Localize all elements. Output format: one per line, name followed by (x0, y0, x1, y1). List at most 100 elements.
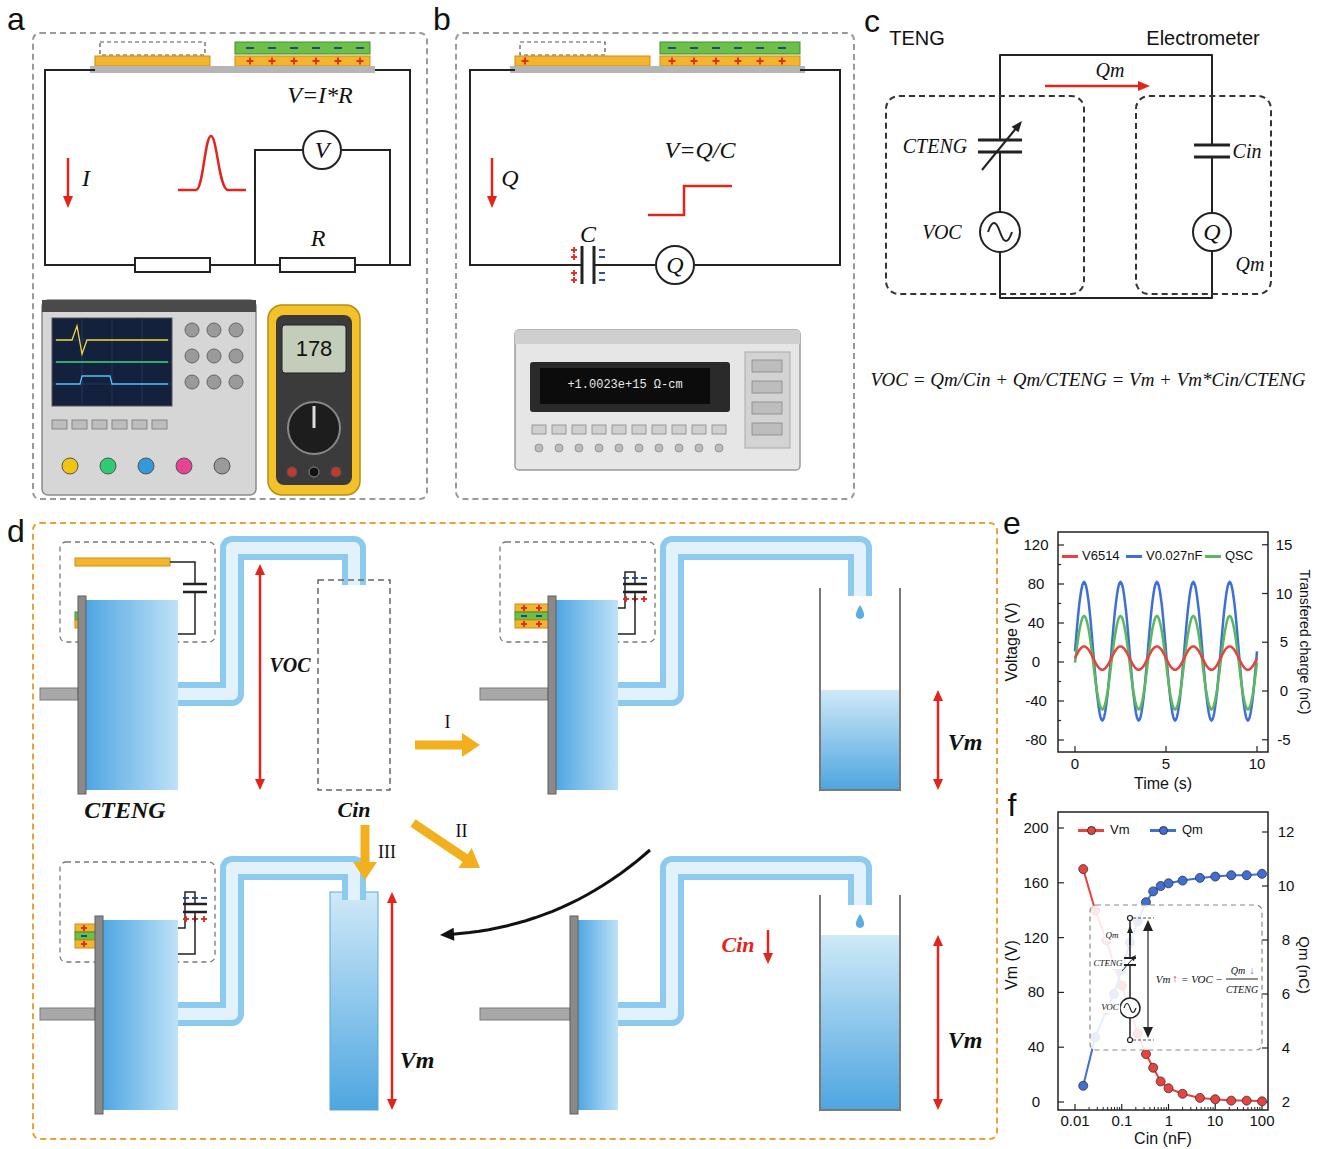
axis-tick (1262, 831, 1268, 832)
oscilloscope (42, 300, 256, 495)
axis-tick (1237, 1107, 1238, 1110)
meter-circle: V (302, 130, 342, 170)
sine-symbol (1124, 1004, 1136, 1013)
node-label: Vm (400, 1047, 435, 1073)
text-label: -40 (1025, 693, 1047, 710)
text-label: 40 (1028, 1039, 1045, 1056)
axis-tick (1058, 642, 1061, 643)
knob (176, 458, 192, 474)
axis-tick (1243, 1107, 1244, 1110)
text-label: 0 (1280, 683, 1288, 700)
legend-text: Vm (1110, 823, 1130, 837)
data-point (1227, 871, 1236, 880)
connector (1000, 55, 1212, 95)
text-label: 0.01 (1060, 1113, 1089, 1130)
minus-sign (246, 47, 254, 49)
text-label: 100 (1249, 1113, 1274, 1130)
axis-tick (1058, 827, 1064, 828)
axis-tick (1215, 1104, 1216, 1110)
instrument-band (515, 330, 800, 344)
tube (618, 868, 860, 1014)
axis-tick (1119, 1107, 1120, 1110)
piston-plate (95, 916, 103, 1114)
button (132, 420, 147, 429)
data-curve (1075, 582, 1257, 721)
panel-letter: a (7, 2, 25, 37)
tube-highlight (618, 548, 860, 694)
button (535, 444, 543, 452)
panel-box: aV (32, 32, 428, 500)
plus-sign (573, 270, 575, 276)
data-point (1141, 1050, 1150, 1059)
arrowhead (1143, 920, 1153, 931)
minus-sign (521, 615, 527, 617)
text-label: Time (s) (1134, 775, 1192, 793)
axis-tick (1166, 1107, 1167, 1110)
water-reservoir (578, 920, 618, 1110)
wire (999, 252, 1001, 295)
minus-sign (290, 47, 298, 49)
minus-sign (192, 897, 198, 899)
plus-sign (83, 941, 85, 947)
plus-sign (203, 916, 205, 922)
axis-tick (1058, 603, 1061, 604)
capacitor-plate (183, 583, 207, 586)
text-label: 120 (1023, 930, 1048, 947)
data-curve (1083, 869, 1262, 1101)
dimension-arrow (937, 699, 940, 781)
text-label: 80 (1028, 576, 1045, 593)
stage-region: CinVm (480, 850, 995, 1135)
trace (56, 361, 168, 362)
beaker (820, 895, 900, 1110)
connector-arrowhead (458, 848, 480, 868)
knob (207, 375, 221, 389)
data-point (1258, 1097, 1267, 1106)
dashed-outline (100, 42, 205, 55)
panel-letter: d (7, 514, 25, 549)
electrode (75, 558, 170, 566)
stage-region: VOCCTENGCin (40, 535, 415, 825)
text-label: VOC (1100, 1003, 1120, 1013)
button (752, 381, 782, 393)
dial-pointer (313, 406, 316, 428)
axis-tick (1262, 1047, 1268, 1048)
multimeter-face (276, 315, 352, 485)
connector (415, 733, 480, 757)
piston-plate (570, 916, 578, 1114)
button (652, 425, 666, 434)
button (692, 425, 706, 434)
plus-sign (781, 58, 783, 65)
dimension-arrow (937, 944, 940, 1101)
knob (62, 458, 78, 474)
button (532, 425, 546, 434)
minus-sign (599, 272, 605, 274)
rotary-dial (288, 402, 340, 454)
axis-tick (1058, 1047, 1064, 1048)
data-point (1079, 865, 1088, 874)
legend-dot (1159, 826, 1168, 835)
minus-sign (712, 47, 720, 49)
button (655, 444, 663, 452)
axis-tick (1058, 700, 1064, 701)
resistor-symbol (280, 258, 355, 272)
piston-rod (40, 688, 78, 700)
plus-sign (693, 58, 695, 65)
arrowhead (1127, 926, 1133, 933)
legend-swatch (1078, 829, 1104, 832)
tube-highlight (618, 868, 860, 1014)
socket (287, 467, 297, 477)
plus-sign (715, 58, 717, 65)
text-label: 12 (1278, 824, 1295, 841)
plus-sign (83, 925, 85, 931)
tube (618, 548, 860, 694)
axis-tick (1149, 1107, 1150, 1110)
button (715, 444, 723, 452)
node-label: Electrometer (1146, 27, 1259, 49)
minus-sign (81, 935, 87, 937)
tube (178, 868, 354, 1014)
arrowhead (763, 953, 773, 964)
meter-circle: Q (1192, 212, 1232, 252)
plus-sign (185, 916, 187, 922)
screen-grid (52, 362, 172, 363)
extension-line (1133, 1040, 1154, 1041)
